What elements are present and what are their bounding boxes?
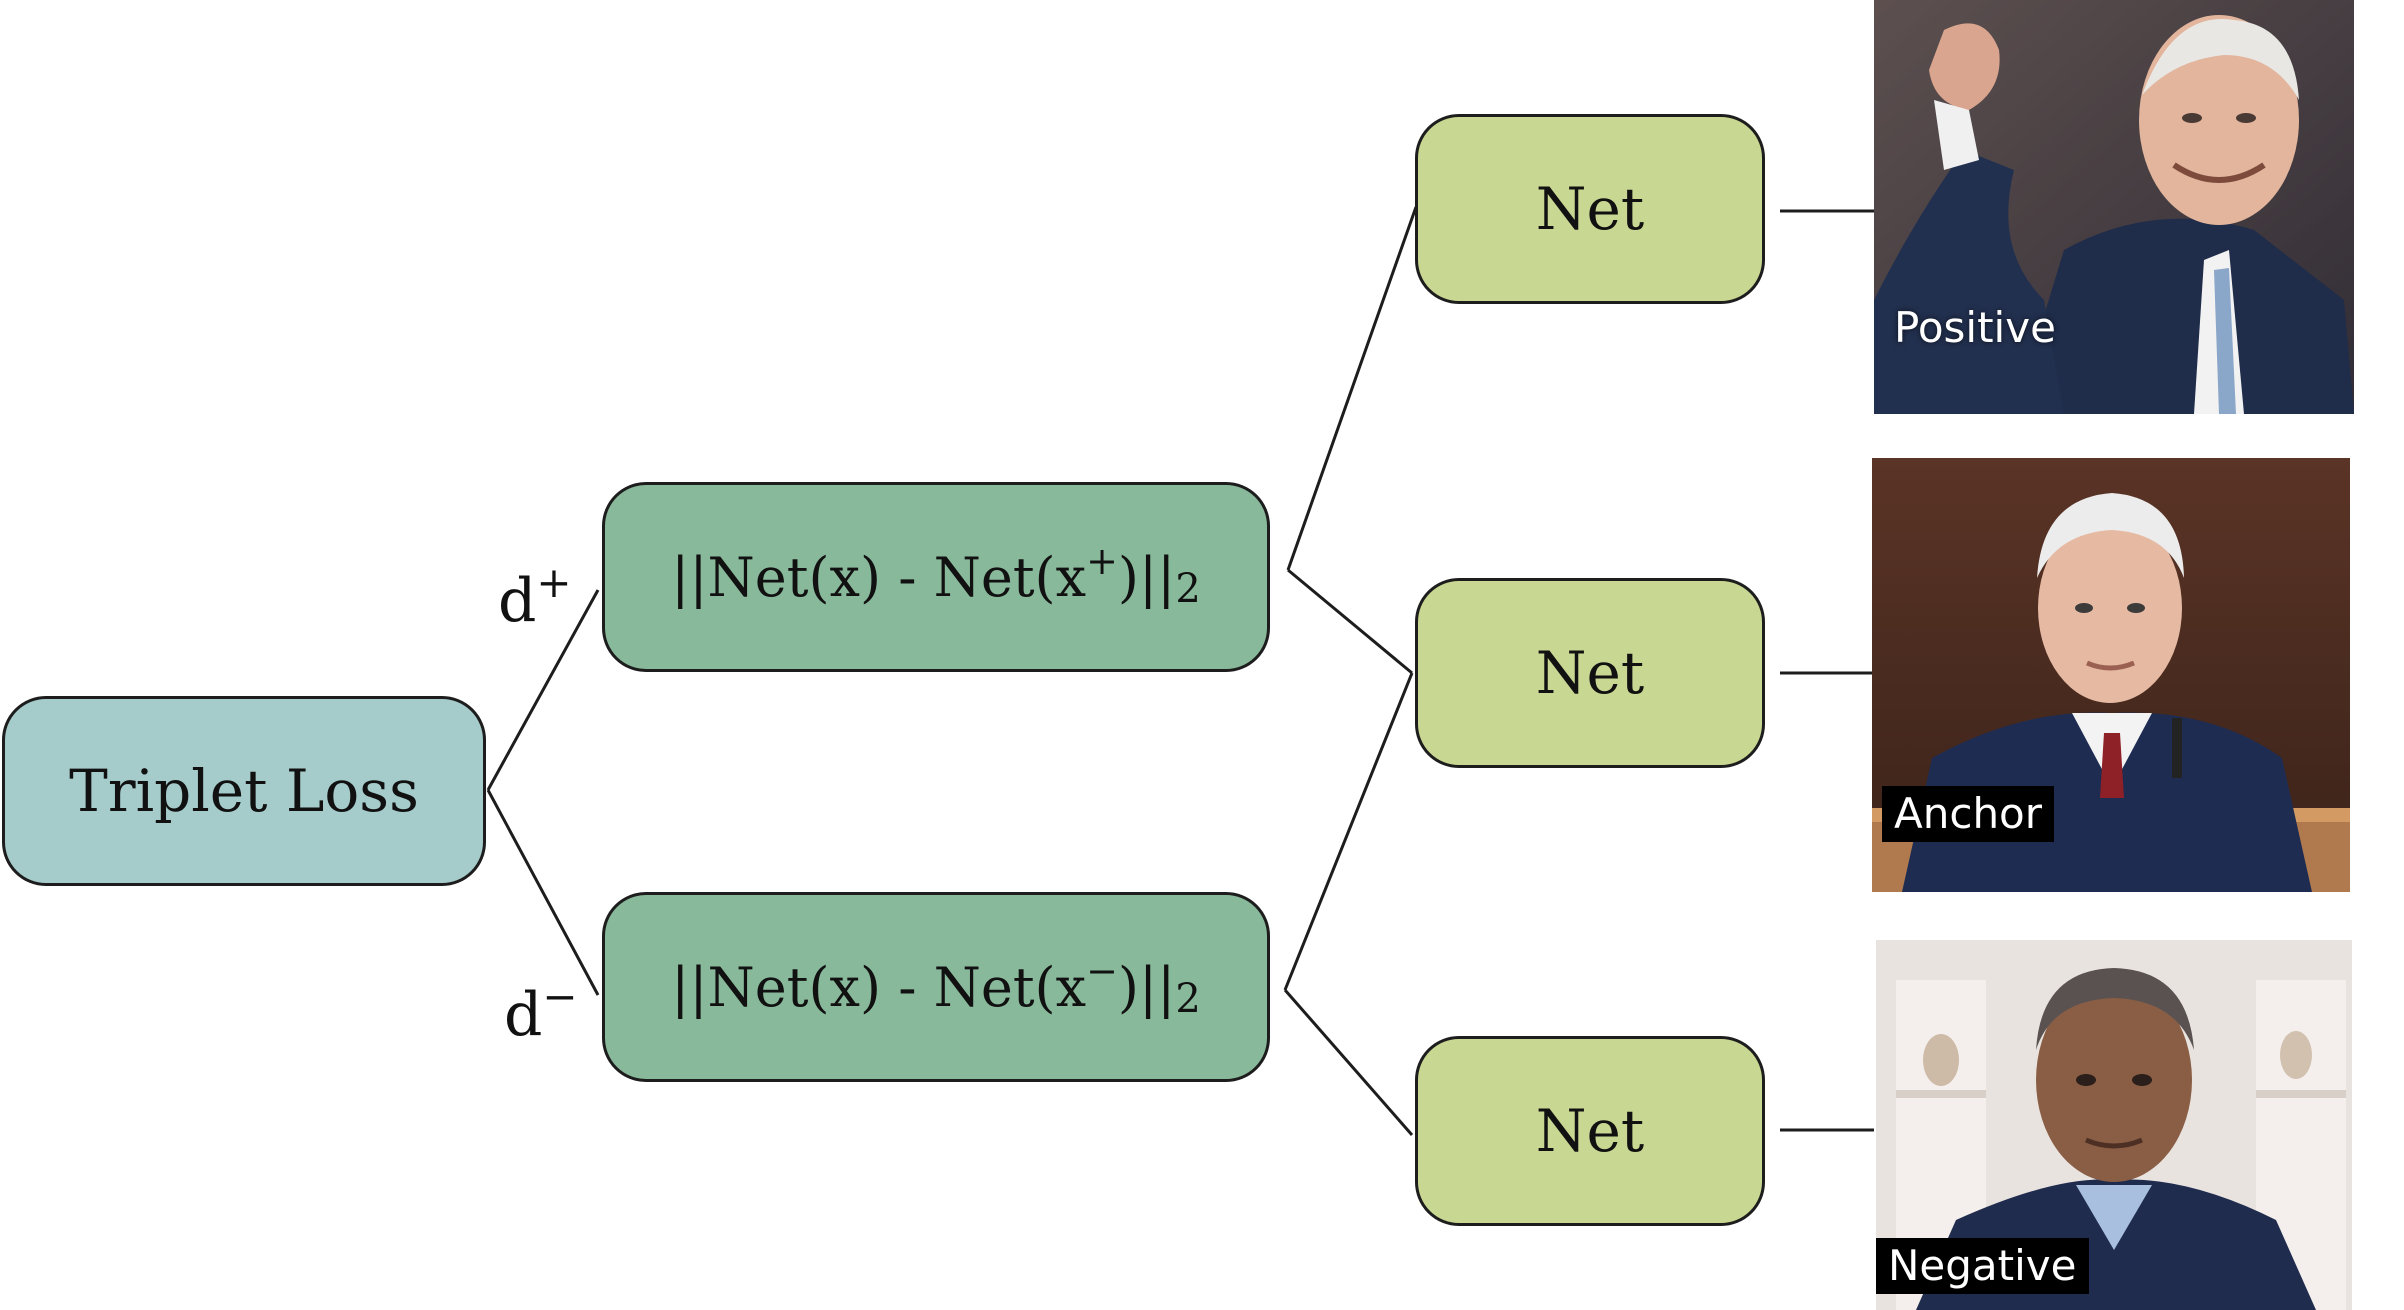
triplet-loss-node: Triplet Loss — [2, 696, 486, 886]
positive-image: Positive — [1874, 0, 2354, 414]
positive-portrait — [1874, 0, 2354, 414]
net-node-anchor: Net — [1415, 578, 1765, 768]
anchor-tag: Anchor — [1882, 786, 2055, 842]
negative-distance-node: ||Net(x) - Net(x−)||2 — [602, 892, 1270, 1082]
edge-dneg-to-net-bot — [1283, 989, 1414, 1136]
net-label: Net — [1535, 639, 1645, 707]
negative-image: Negative — [1876, 940, 2352, 1310]
net-label: Net — [1535, 1097, 1645, 1165]
positive-tag: Positive — [1894, 303, 2056, 352]
d-plus-label: d+ — [498, 558, 572, 636]
positive-distance-node: ||Net(x) - Net(x+)||2 — [602, 482, 1270, 672]
d-minus-label: d− — [504, 972, 578, 1050]
triplet-loss-label: Triplet Loss — [69, 757, 419, 825]
negative-distance-expr: ||Net(x) - Net(x−)||2 — [671, 948, 1201, 1022]
edge-loss-to-dminus — [486, 789, 600, 996]
negative-tag: Negative — [1876, 1238, 2089, 1294]
anchor-image: Anchor — [1872, 458, 2350, 892]
net-node-negative: Net — [1415, 1036, 1765, 1226]
edge-dneg-to-net-mid — [1283, 672, 1414, 991]
positive-distance-expr: ||Net(x) - Net(x+)||2 — [671, 538, 1201, 612]
net-node-positive: Net — [1415, 114, 1765, 304]
net-label: Net — [1535, 175, 1645, 243]
edge-dpos-to-net-top — [1286, 206, 1418, 571]
edge-dpos-to-net-mid — [1287, 568, 1413, 675]
edge-loss-to-dplus — [486, 589, 600, 791]
